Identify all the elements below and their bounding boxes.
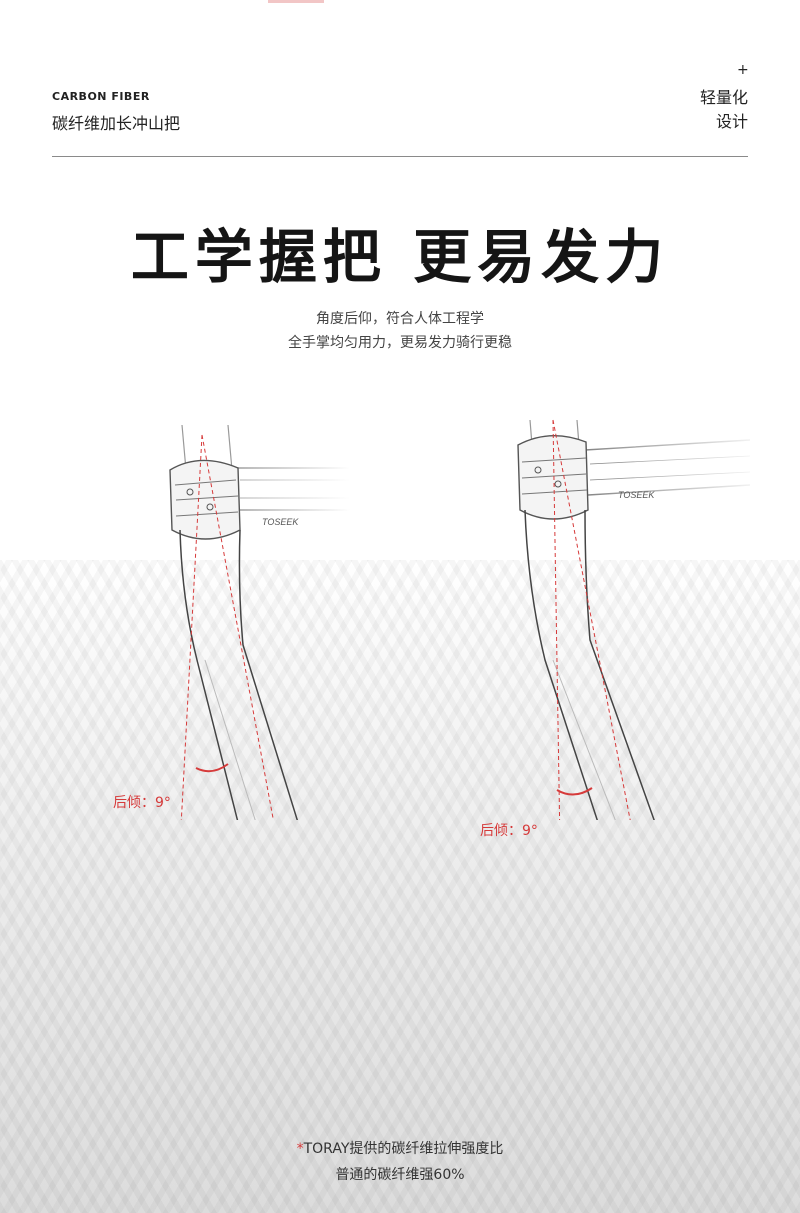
page-headline: 工学握把 更易发力	[130, 223, 670, 291]
carbon-texture-background	[0, 560, 800, 1213]
left-handlebar	[169, 424, 350, 820]
feature-title: 轻量化 设计	[700, 86, 748, 134]
header-cn-label: 碳纤维加长冲山把	[52, 114, 181, 133]
header-divider	[52, 156, 748, 157]
left-angle-arc	[195, 763, 229, 773]
handlebar-illustration: TOSEEK TOSEEK	[169, 419, 751, 820]
right-handlebar	[517, 419, 751, 820]
top-accent-bar	[268, 0, 324, 3]
right-angle-label: 后倾：9°	[480, 823, 538, 839]
footnote-line1-text: TORAY提供的碳纤维拉伸强度比	[303, 1141, 504, 1157]
right-angle-arc	[556, 787, 593, 796]
left-angle-label: 后倾：9°	[113, 795, 171, 811]
left-brand-mark: TOSEEK	[262, 517, 299, 527]
left-vertical-guide	[180, 434, 203, 820]
subtitle-line2: 全手掌均匀用力，更易发力骑行更稳	[288, 335, 512, 351]
right-brand-mark: TOSEEK	[618, 490, 655, 500]
plus-icon: +	[737, 62, 749, 78]
subtitle-line1: 角度后仰，符合人体工程学	[316, 311, 484, 327]
right-vertical-guide	[552, 419, 561, 820]
footnote-star: *	[296, 1141, 304, 1157]
feature-title-line2: 设计	[715, 112, 748, 131]
footnote-line2: 普通的碳纤维强60%	[335, 1167, 465, 1183]
header-en-label: CARBON FIBER	[52, 90, 150, 103]
feature-title-line1: 轻量化	[699, 88, 748, 107]
footnote-line1: *TORAY提供的碳纤维拉伸强度比	[0, 1138, 800, 1158]
right-angle-guide	[552, 419, 631, 820]
